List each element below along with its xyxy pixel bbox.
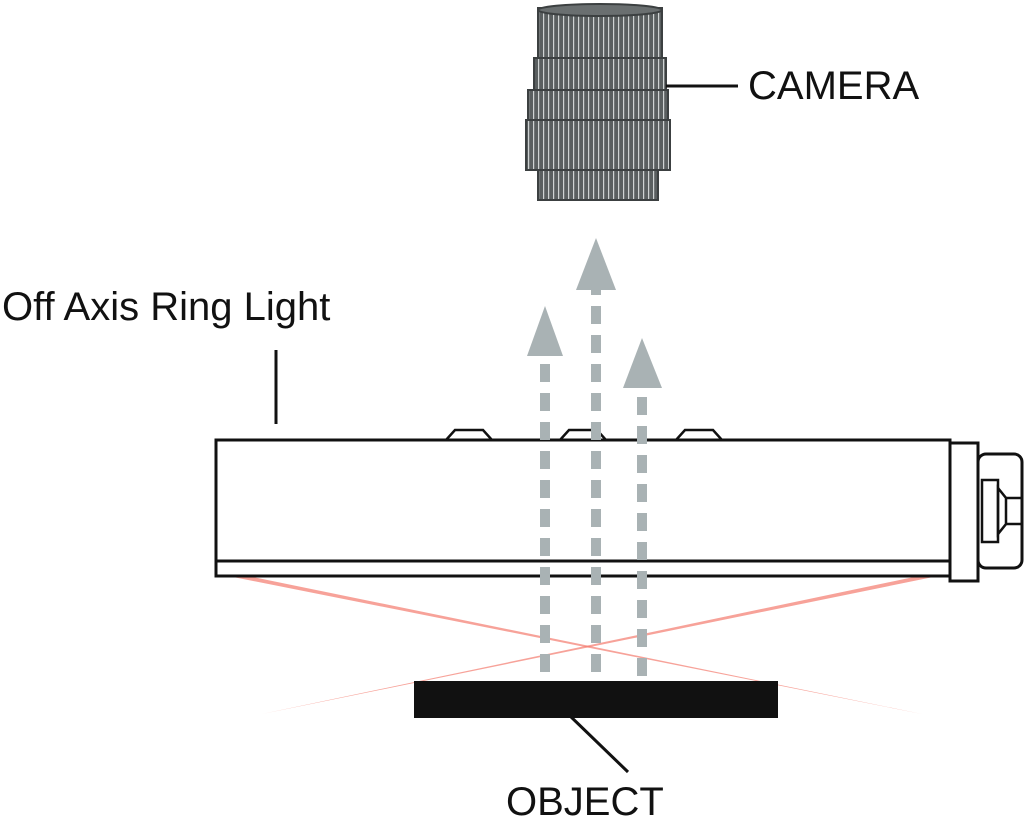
light-beam-right <box>262 574 948 714</box>
up-arrow-icon <box>527 306 563 672</box>
object-block <box>414 681 778 718</box>
camera-lens-icon <box>525 3 671 201</box>
object-leader-line <box>566 712 630 774</box>
up-arrow-icon <box>623 338 662 676</box>
ring-light-label: Off Axis Ring Light <box>2 285 330 329</box>
light-beam-left <box>218 574 922 714</box>
light-beams <box>218 574 948 714</box>
ring-light-body <box>214 438 952 578</box>
up-arrow-icon <box>576 238 616 672</box>
reflected-light-arrows <box>527 238 662 676</box>
object-label: OBJECT <box>506 780 664 824</box>
ring-light-end-cap <box>948 441 980 583</box>
cable-connector-icon <box>976 452 1024 570</box>
camera-label: CAMERA <box>748 64 919 108</box>
